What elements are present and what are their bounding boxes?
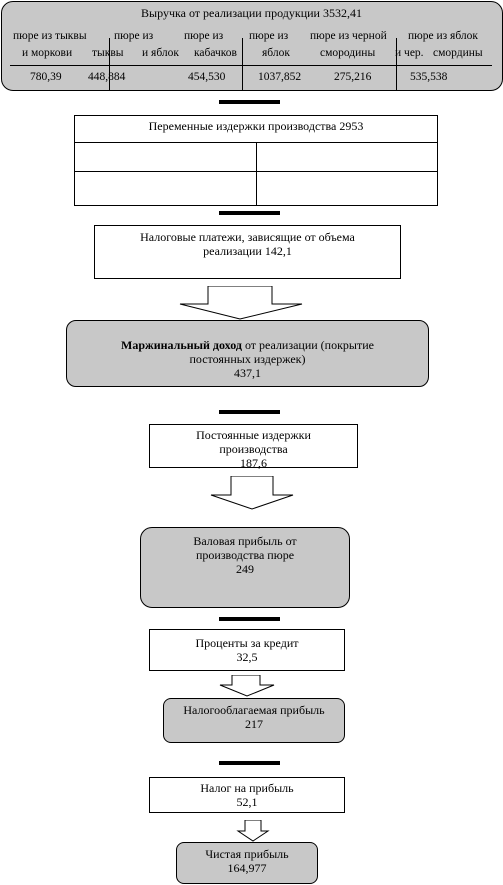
gross-profit-value: 249 — [236, 562, 254, 576]
revenue-header-col6-line2: смородины — [320, 47, 376, 59]
gross-profit-line2: производства пюре — [195, 548, 295, 562]
net-profit-value: 164,977 — [227, 861, 267, 875]
revenue-value-6: 535,538 — [410, 71, 448, 83]
revenue-header-col6-line1: пюре из яблок — [408, 30, 478, 42]
connector-bar-1 — [219, 100, 280, 104]
marginal-income-box: Маржинальный доход от реализации (покрыт… — [66, 320, 429, 387]
revenue-col-divider-1 — [109, 38, 110, 90]
revenue-value-2: 448,884 — [88, 71, 126, 83]
marginal-income-value: 437,1 — [234, 366, 261, 380]
revenue-header-col2-line2: тыквы — [92, 47, 124, 59]
connector-bar-4 — [219, 617, 280, 621]
revenue-header-col4-line1: пюре из — [249, 30, 289, 42]
gross-profit-line1: Валовая прибыль от — [193, 534, 297, 548]
arrow-down-2 — [210, 476, 294, 510]
revenue-col-divider-2 — [242, 38, 243, 90]
revenue-header-col5-line1: пюре из черной — [310, 30, 387, 42]
marginal-income-rest: от реализации (покрытие — [241, 338, 374, 352]
revenue-value-4: 1037,852 — [258, 71, 302, 83]
revenue-header-col3-line1: пюре из — [184, 30, 224, 42]
fixed-costs-box: Постоянные издержки производства 187,6 — [149, 424, 358, 470]
revenue-header-col2-line1: пюре из — [114, 30, 154, 42]
taxable-profit-line1: Налогооблагаемая прибыль — [183, 703, 325, 717]
arrow-down-3 — [219, 675, 275, 697]
taxable-profit-box: Налогооблагаемая прибыль 217 — [163, 698, 345, 743]
revenue-header-divider — [10, 65, 492, 66]
profit-tax-box: Налог на прибыль 52,1 — [149, 777, 345, 813]
connector-bar-2 — [219, 211, 280, 215]
variable-costs-label: Переменные издержки производства 2953 — [148, 119, 364, 133]
marginal-income-line2: постоянных издержек) — [189, 352, 306, 366]
revenue-header-col8-line2: смордины — [433, 47, 483, 59]
interest-value: 32,5 — [236, 650, 258, 664]
interest-line1: Проценты за кредит — [195, 636, 299, 650]
revenue-title: Выручка от реализации продукции 3532,41 — [141, 6, 362, 20]
net-profit-line1: Чистая прибыль — [205, 847, 289, 861]
revenue-header-col7-line2: и чер. — [395, 47, 424, 59]
fixed-costs-value: 187,6 — [240, 456, 267, 470]
arrow-down-1 — [179, 286, 303, 320]
revenue-col-divider-3 — [396, 38, 397, 90]
revenue-header-col1-line1: пюре из тыквы — [13, 30, 87, 42]
connector-bar-5 — [219, 761, 280, 765]
marginal-income-bold: Маржинальный доход — [121, 338, 242, 352]
gross-profit-box: Валовая прибыль от производства пюре 249 — [140, 527, 350, 608]
tax-payments-line2: реализации 142,1 — [203, 244, 292, 258]
connector-bar-3 — [219, 410, 280, 414]
fixed-costs-line1: Постоянные издержки — [196, 428, 311, 442]
revenue-value-1: 780,39 — [30, 71, 62, 83]
revenue-value-5: 275,216 — [334, 71, 372, 83]
fixed-costs-line2: производства — [219, 442, 288, 456]
taxable-profit-value: 217 — [245, 717, 263, 731]
tax-payments-line1: Налоговые платежи, зависящие от объема — [140, 230, 355, 244]
revenue-header-col3-line2: и яблок — [142, 47, 179, 59]
revenue-header-col1-line2: и моркови — [22, 47, 73, 59]
tax-payments-box: Налоговые платежи, зависящие от объема р… — [94, 225, 401, 279]
revenue-value-3: 454,530 — [188, 71, 226, 83]
revenue-box — [1, 1, 503, 91]
profit-tax-value: 52,1 — [236, 795, 258, 809]
revenue-header-col5-line2: яблок — [262, 47, 290, 59]
interest-box: Проценты за кредит 32,5 — [149, 629, 345, 671]
variable-costs-col-divider — [256, 142, 257, 206]
revenue-header-col4-line2: кабачков — [194, 47, 237, 59]
profit-tax-line1: Налог на прибыль — [200, 781, 294, 795]
arrow-down-4 — [236, 820, 270, 842]
net-profit-box: Чистая прибыль 164,977 — [176, 842, 318, 884]
